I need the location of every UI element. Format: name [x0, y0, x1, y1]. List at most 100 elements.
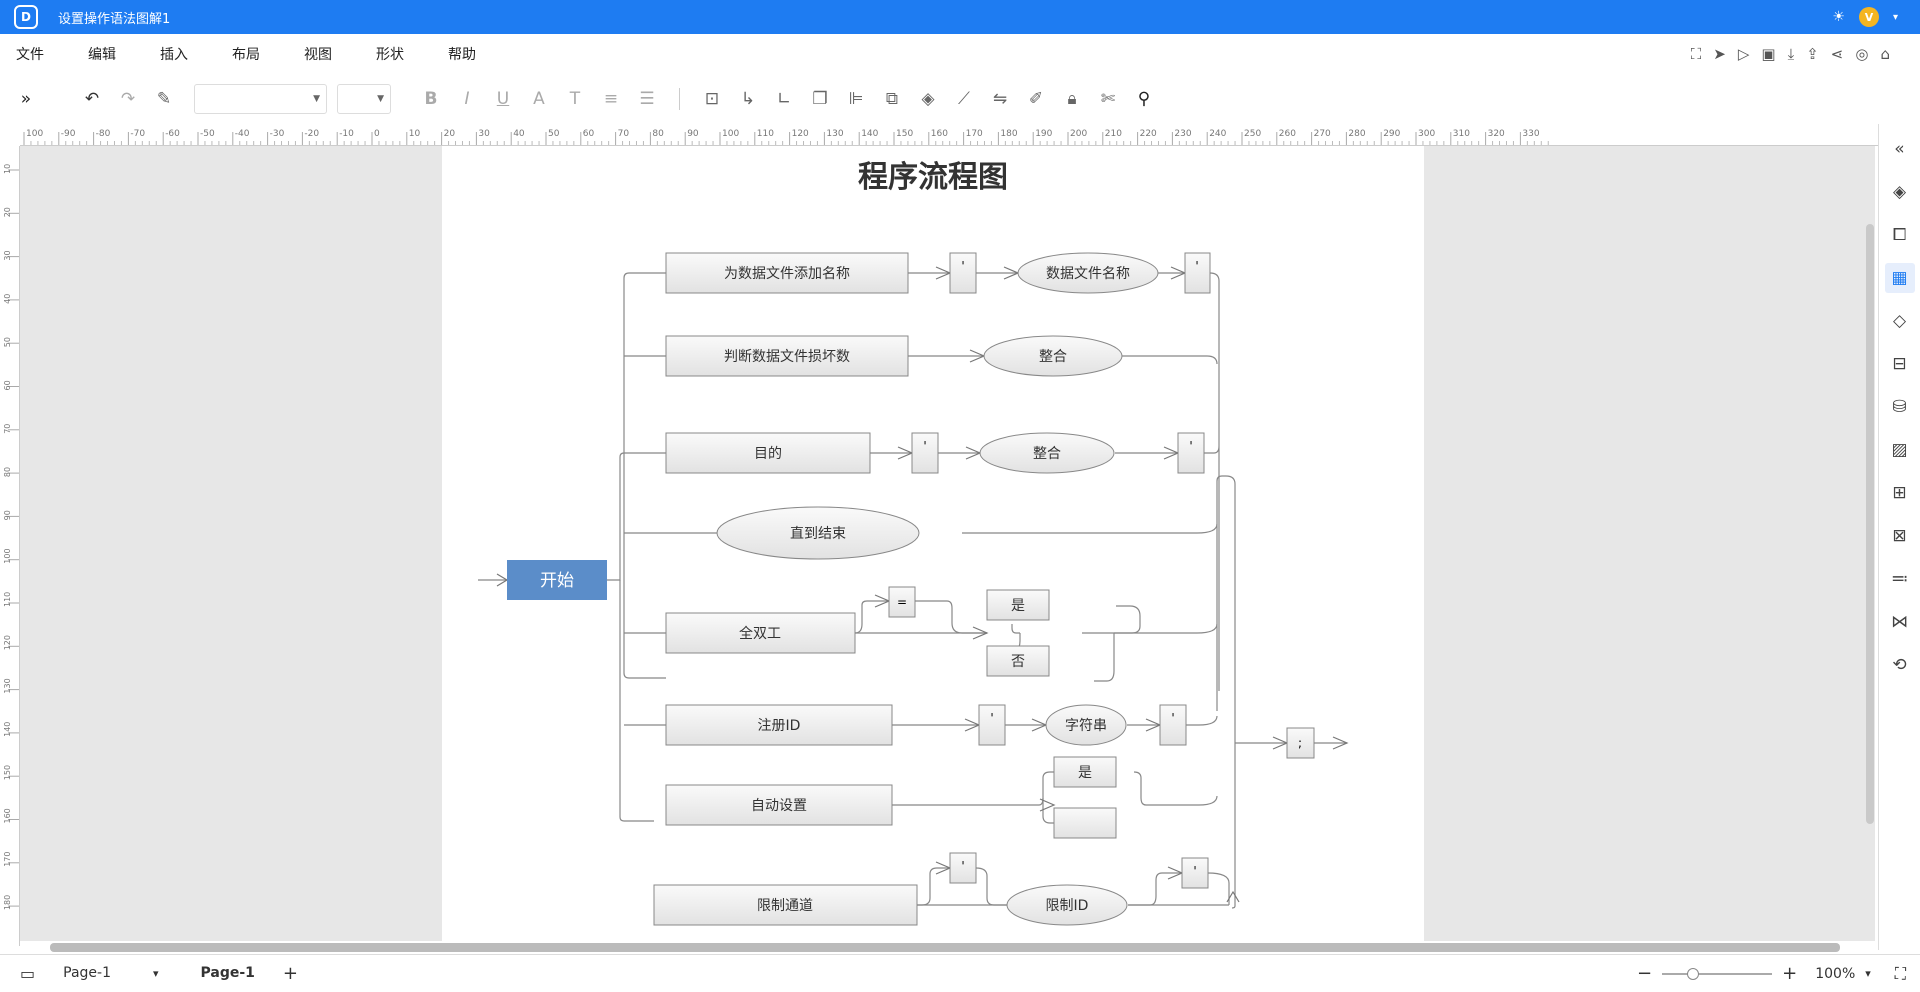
export-icon[interactable]: ⇪ [1806, 45, 1819, 63]
rect-node-3[interactable]: 目的 [665, 432, 871, 474]
ellipse-node-4[interactable]: 直到结束 [716, 506, 920, 560]
theme-icon[interactable]: ☀ [1832, 9, 1845, 25]
fit-screen-icon[interactable]: ⛶ [1894, 963, 1906, 983]
underline-icon[interactable]: U [496, 89, 510, 109]
small-box-7[interactable]: ' [1159, 704, 1187, 746]
rect-node-4[interactable]: 全双工 [665, 612, 856, 654]
drawing-page[interactable]: 程序流程图 [442, 146, 1424, 941]
small-box-6[interactable]: ' [978, 704, 1006, 746]
start-node[interactable] [507, 560, 607, 600]
zoom-slider-knob[interactable] [1687, 967, 1700, 980]
zoom-in-icon[interactable]: + [1782, 963, 1798, 984]
page-selector[interactable]: Page-1 [63, 965, 111, 981]
small-box-1[interactable]: ' [949, 252, 977, 294]
rect-node-5[interactable]: 注册ID [665, 704, 893, 746]
shapes-library-icon[interactable]: ▦ [1884, 263, 1915, 293]
brush-icon[interactable]: ⟋ [958, 89, 970, 109]
menu-shape[interactable]: 形状 [376, 47, 404, 63]
small-box-8[interactable]: ; [1286, 727, 1315, 759]
fullscreen-icon[interactable]: ⛶ [1690, 45, 1702, 63]
format-painter-icon[interactable]: ✎ [156, 89, 172, 109]
fill-style-icon[interactable]: ◈ [1892, 182, 1907, 202]
history-icon[interactable]: ⟲ [1892, 655, 1907, 675]
save-icon[interactable]: ▣ [1761, 45, 1776, 63]
align-shapes-icon[interactable]: ⊫ [848, 89, 864, 109]
small-box-10[interactable]: ' [1181, 857, 1209, 889]
zoom-out-icon[interactable]: − [1637, 963, 1653, 984]
vertical-scrollbar[interactable] [1866, 224, 1874, 824]
rect-node-6[interactable]: 自动设置 [665, 784, 893, 826]
undo-icon[interactable]: ↶ [84, 89, 100, 109]
menu-file[interactable]: 文件 [16, 47, 44, 63]
empty-box[interactable] [1053, 807, 1117, 839]
text-box-icon[interactable]: ⊡ [704, 89, 720, 109]
fill-icon[interactable]: ◈ [921, 89, 935, 109]
font-color-icon[interactable]: A [533, 89, 545, 109]
redo-icon[interactable]: ↷ [120, 89, 136, 109]
presentation-icon[interactable]: ⊟ [1892, 354, 1907, 374]
small-box-9[interactable]: ' [949, 852, 977, 884]
font-size-select[interactable]: ▼ [337, 84, 391, 114]
chevron-down-icon[interactable]: ▾ [1865, 967, 1871, 980]
menu-view[interactable]: 视图 [304, 47, 332, 63]
line-style-icon[interactable]: ⇋ [992, 89, 1008, 109]
chevron-down-icon[interactable]: ▾ [152, 966, 159, 980]
data-icon[interactable]: ⛁ [1892, 397, 1907, 417]
share-icon[interactable]: ⋖ [1830, 45, 1844, 63]
page-panel-icon[interactable]: ▭ [20, 963, 36, 983]
zoom-slider[interactable] [1662, 967, 1773, 980]
tools-icon[interactable]: ✄ [1100, 89, 1116, 109]
shirt-icon[interactable]: ⌂ [1880, 45, 1890, 63]
image-icon[interactable]: ▨ [1891, 440, 1908, 460]
ellipse-node-3[interactable]: 整合 [979, 432, 1115, 474]
rect-node-7[interactable]: 限制通道 [653, 884, 918, 926]
rect-node-1[interactable]: 为数据文件添加名称 [665, 252, 909, 294]
connector-icon[interactable]: ↳ [740, 89, 756, 109]
layers-icon[interactable]: ◇ [1892, 311, 1907, 331]
yes-box-1[interactable]: 是 [986, 589, 1050, 621]
ellipse-node-1[interactable]: 数据文件名称 [1017, 252, 1159, 294]
add-page-icon[interactable]: + [282, 962, 299, 984]
app-logo-icon[interactable]: D [14, 5, 38, 29]
italic-icon[interactable]: I [464, 89, 470, 109]
line-icon[interactable]: ∟ [776, 89, 792, 109]
text-style-icon[interactable]: T [569, 89, 581, 109]
send-icon[interactable]: ➤ [1713, 45, 1726, 63]
canvas-area[interactable]: 程序流程图 [20, 146, 1875, 941]
shadow-icon[interactable]: ❐ [812, 89, 828, 109]
account-dropdown-icon[interactable]: ▾ [1892, 11, 1898, 23]
font-family-select[interactable]: ▼ [194, 84, 327, 114]
bold-icon[interactable]: B [424, 89, 438, 109]
menu-help[interactable]: 帮助 [448, 47, 476, 63]
align-icon[interactable]: ≡ [603, 89, 619, 109]
ellipse-node-2[interactable]: 整合 [983, 335, 1123, 377]
rect-node-2[interactable]: 判断数据文件损坏数 [665, 335, 909, 377]
page-tab-active[interactable]: Page-1 [200, 965, 255, 981]
yes-box-2[interactable]: 是 [1053, 756, 1117, 788]
play-icon[interactable]: ▷ [1737, 45, 1750, 63]
horizontal-scrollbar[interactable] [50, 943, 1840, 952]
expand-panel-icon[interactable]: » [20, 89, 32, 109]
menu-edit[interactable]: 编辑 [88, 47, 116, 63]
format-icon[interactable]: ⧠ [1892, 225, 1907, 245]
menu-insert[interactable]: 插入 [160, 47, 188, 63]
ellipse-node-6[interactable]: 限制ID [1006, 884, 1128, 926]
edit-shape-icon[interactable]: ✐ [1028, 89, 1044, 109]
no-box[interactable]: 否 [986, 645, 1050, 677]
small-box-3[interactable]: ' [911, 432, 939, 474]
group-icon[interactable]: ⧉ [885, 89, 899, 109]
vip-badge-icon[interactable]: V [1858, 7, 1879, 27]
layout-icon[interactable]: ⊠ [1892, 526, 1907, 546]
small-box-5[interactable]: = [888, 586, 916, 618]
small-box-4[interactable]: ' [1177, 432, 1205, 474]
collapse-panel-icon[interactable]: « [1894, 139, 1905, 159]
download-icon[interactable]: ⤓ [1787, 45, 1795, 63]
collaborate-icon[interactable]: ◎ [1855, 45, 1869, 63]
ellipse-node-5[interactable]: 字符串 [1045, 704, 1127, 746]
mindmap-icon[interactable]: ⋈ [1891, 612, 1908, 632]
timeline-icon[interactable]: ≕ [1891, 569, 1908, 589]
org-chart-icon[interactable]: ⊞ [1892, 483, 1907, 503]
menu-layout[interactable]: 布局 [232, 47, 260, 63]
lock-icon[interactable]: 🔒︎ [1067, 89, 1077, 109]
zoom-level[interactable]: 100% [1815, 965, 1856, 982]
